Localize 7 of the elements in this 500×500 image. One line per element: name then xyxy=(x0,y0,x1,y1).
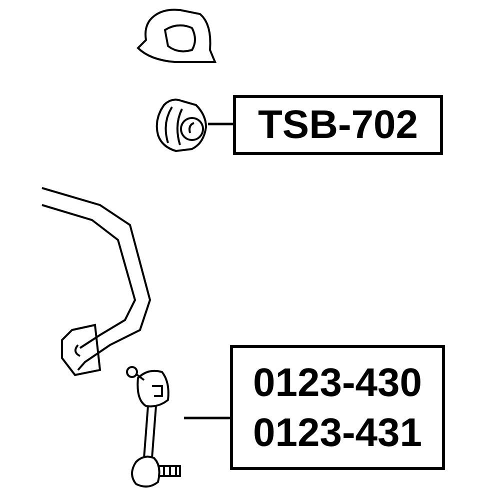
leader-line xyxy=(184,416,230,420)
part-number: 0123-431 xyxy=(252,410,422,456)
part-number-box xyxy=(233,95,443,155)
part-number: TSB-702 xyxy=(258,102,418,149)
part-number-box xyxy=(230,345,445,470)
part-number: 0123-430 xyxy=(252,360,422,406)
leader-line xyxy=(208,122,233,126)
